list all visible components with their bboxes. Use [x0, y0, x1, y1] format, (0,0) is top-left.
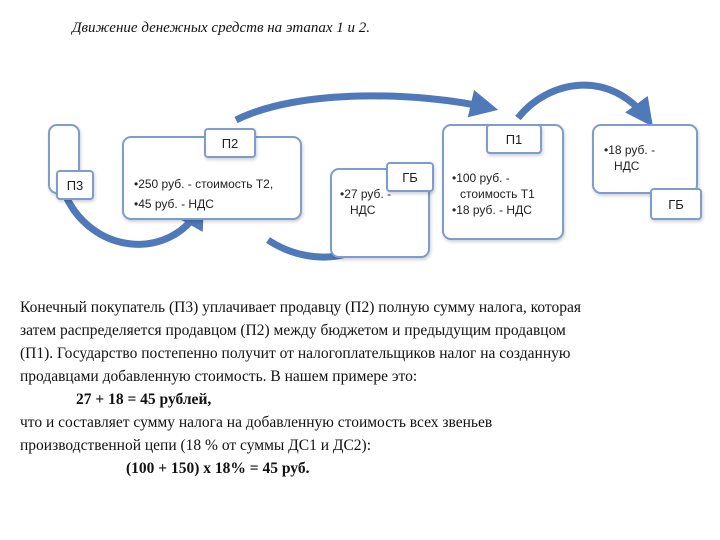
p1-label: П1: [505, 131, 523, 147]
p1-details: •100 руб. - стоимость Т1 •18 руб. - НДС: [452, 170, 535, 218]
gb1-line-2: НДС: [350, 203, 376, 217]
tab-p2: П2: [204, 128, 256, 158]
calc-line-1: 27 + 18 = 45 рублей,: [76, 391, 212, 408]
tab-gb1: ГБ: [386, 162, 434, 192]
para-line-3: (П1). Государство постепенно получит от …: [20, 345, 571, 362]
arrow-p1-to-gb2: [515, 81, 653, 127]
p2-line-1: •250 руб. - стоимость Т2,: [134, 177, 274, 191]
gb1-line-1: •27 руб. -: [340, 187, 392, 201]
arrow-p3-to-p2: [60, 190, 205, 248]
para-line-6: производственной цепи (18 % от суммы ДС1…: [20, 437, 372, 454]
p2-label: П2: [221, 135, 239, 151]
para-line-5: что и составляет сумму налога на добавле…: [20, 414, 493, 431]
p1-line-1: •100 руб. -: [452, 171, 510, 185]
tab-p3: П3: [56, 170, 94, 200]
explanation-text: Конечный покупатель (П3) уплачивает прод…: [20, 296, 700, 480]
gb2-line-2: НДС: [614, 159, 640, 173]
tab-gb2: ГБ: [650, 188, 702, 220]
arrow-p2-to-p1: [234, 89, 499, 124]
para-line-1: Конечный покупатель (П3) уплачивает прод…: [20, 299, 581, 316]
gb1-label: ГБ: [402, 169, 418, 185]
gb2-label: ГБ: [668, 196, 684, 212]
box-gb2: [592, 124, 698, 194]
gb1-details: •27 руб. - НДС: [340, 186, 391, 218]
tab-p1: П1: [486, 124, 542, 154]
gb2-details: •18 руб. - НДС: [604, 142, 655, 174]
para-line-4: продавцами добавленную стоимость. В наше…: [20, 368, 418, 385]
p2-details: •250 руб. - стоимость Т2, •45 руб. - НДС: [134, 176, 273, 212]
calc-line-2: (100 + 150) х 18% = 45 руб.: [126, 460, 310, 477]
p2-line-2: •45 руб. - НДС: [134, 197, 214, 211]
p1-line-3: •18 руб. - НДС: [452, 203, 532, 217]
p1-line-2: стоимость Т1: [460, 187, 535, 201]
p3-label: П3: [66, 177, 84, 193]
diagram-title: Движение денежных средств на этапах 1 и …: [72, 20, 370, 36]
para-line-2: затем распределяется продавцом (П2) межд…: [20, 322, 566, 339]
gb2-line-1: •18 руб. -: [604, 143, 656, 157]
